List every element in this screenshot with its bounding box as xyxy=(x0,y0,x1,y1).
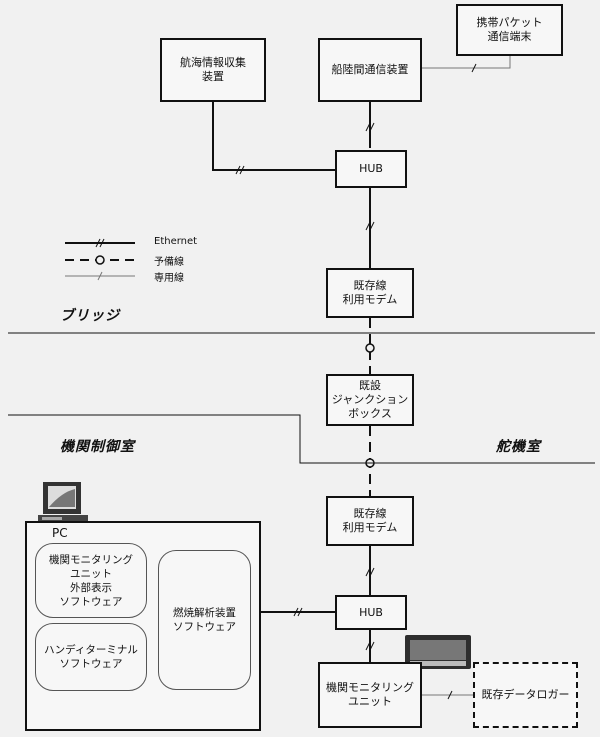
sw-handy-terminal: ハンディターミナル ソフトウェア xyxy=(35,623,147,691)
ship-comm-box: 船陸間通信装置 xyxy=(318,38,422,102)
room-steering: 舵機室 xyxy=(496,439,541,455)
sw-combustion: 燃焼解析装置 ソフトウェア xyxy=(158,550,251,690)
mobile-terminal-box: 携帯パケット 通信端末 xyxy=(456,4,563,56)
modem-bridge-box: 既存線 利用モデム xyxy=(326,268,414,318)
engine-room-separator xyxy=(8,414,595,464)
modem-engine-box: 既存線 利用モデム xyxy=(326,496,414,546)
legend-swatches xyxy=(65,238,135,281)
nav-info-box: 航海情報収集 装置 xyxy=(160,38,266,102)
engine-monitor-box: 機関モニタリング ユニット xyxy=(318,662,422,728)
junction-box: 既設 ジャンクション ボックス xyxy=(326,374,414,426)
data-logger-box: 既存データロガー xyxy=(473,662,578,728)
room-bridge: ブリッジ xyxy=(60,308,120,324)
link-nav-info-hub xyxy=(212,100,335,171)
spare-node-1 xyxy=(365,343,375,353)
legend-spare: 予備線 xyxy=(154,257,184,268)
pc-label: PC xyxy=(52,526,68,540)
hub-top: HUB xyxy=(335,150,407,188)
sw-external-display: 機関モニタリング ユニット 外部表示 ソフトウェア xyxy=(35,543,147,618)
link-mobile-shipcomm xyxy=(420,55,511,69)
room-engine-control: 機関制御室 xyxy=(60,439,135,455)
hub-bottom: HUB xyxy=(335,595,407,630)
monitoring-device-icon xyxy=(405,635,471,669)
legend-ethernet: Ethernet xyxy=(154,236,198,247)
legend-dedicated: 専用線 xyxy=(154,273,184,284)
